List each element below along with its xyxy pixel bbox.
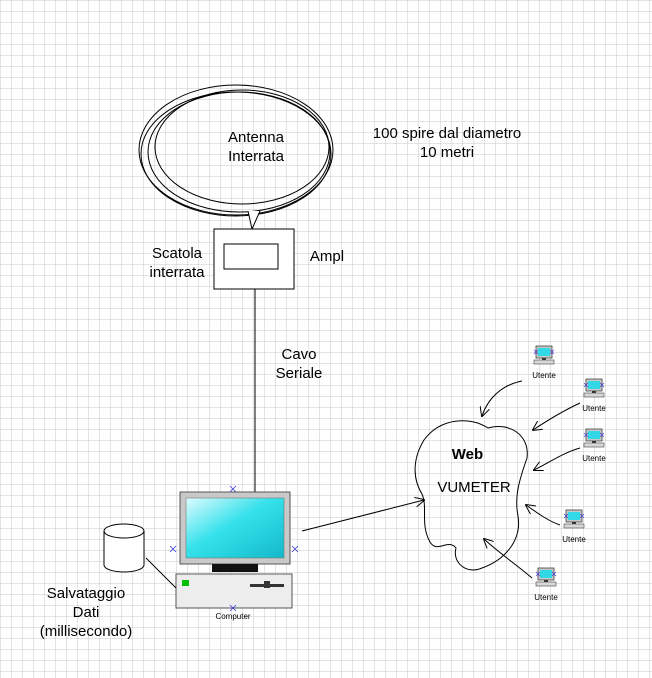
box-label-line1: Scatola: [151, 245, 203, 262]
user-computer-icon: [535, 567, 557, 587]
antenna-label-line1: Antenna: [228, 129, 284, 146]
user-computer-icon: [583, 428, 605, 448]
cable-label-line1: Cavo: [281, 346, 317, 363]
user-label: Utente: [534, 593, 558, 602]
box-label: Scatola interrata: [142, 244, 212, 282]
storage-label-line2: Dati: [72, 604, 100, 621]
user-label: Utente: [582, 454, 606, 463]
database-cylinder-icon: [103, 523, 145, 573]
user-arrow: [533, 402, 581, 430]
web-link-arrow: [301, 500, 424, 532]
cable-label-line2: Seriale: [275, 365, 323, 382]
antenna-label-line2: Interrata: [228, 148, 284, 165]
antenna-coil: [138, 84, 334, 217]
user-arrow: [534, 447, 581, 470]
ampl-label: Ampl: [309, 248, 345, 265]
coil-note-line1: 100 spire dal diametro: [372, 125, 522, 142]
web-title: Web: [451, 446, 484, 463]
vumeter-label: VUMETER: [437, 479, 511, 496]
storage-label: Salvataggio Dati (millisecondo): [26, 584, 146, 641]
user-computer-icon: [563, 509, 585, 529]
storage-label-line3: (millisecondo): [39, 623, 133, 640]
user-computer-icon: [533, 345, 555, 365]
storage-link: [145, 557, 177, 589]
user-label: Utente: [562, 535, 586, 544]
web-cloud: [414, 420, 528, 571]
user-arrow: [526, 505, 561, 526]
user-label: Utente: [582, 404, 606, 413]
storage-label-line1: Salvataggio: [46, 585, 126, 602]
box-label-line2: interrata: [149, 264, 205, 281]
computer-label: Computer: [215, 612, 251, 621]
cable-label: Cavo Seriale: [264, 345, 334, 383]
user-label: Utente: [532, 371, 556, 380]
antenna-label: Antenna Interrata: [196, 128, 316, 166]
user-arrow: [482, 380, 523, 416]
user-computer-icon: [583, 378, 605, 398]
amplifier-module: [223, 243, 279, 270]
coil-note: 100 spire dal diametro 10 metri: [347, 124, 547, 162]
user-arrow: [484, 539, 533, 579]
coil-note-line2: 10 metri: [419, 144, 475, 161]
computer-icon: [169, 485, 299, 612]
